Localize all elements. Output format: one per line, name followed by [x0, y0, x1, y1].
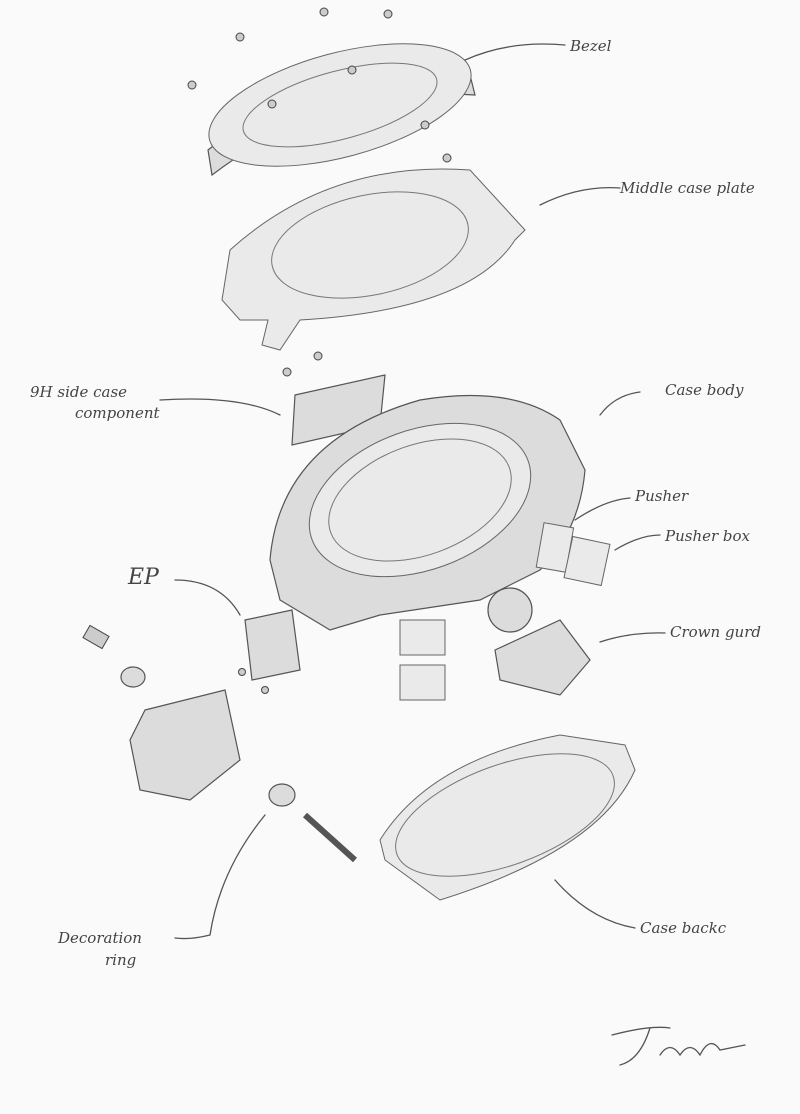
case-body-part [269, 394, 611, 701]
label-decoration-line2: ring [105, 951, 137, 969]
label-decoration-line1: Decoration [58, 929, 142, 947]
leader-lines [159, 43, 666, 940]
label-bezel: Bezel [570, 37, 612, 55]
label-ep: EP [128, 565, 159, 590]
label-middle-case-plate: Middle case plate [620, 179, 755, 197]
label-pusher: Pusher [635, 487, 689, 505]
label-pusher-box: Pusher box [665, 527, 751, 545]
case-back-part [379, 734, 636, 901]
bezel-part [187, 7, 476, 177]
label-side-case-line2: component [75, 404, 160, 422]
label-case-body: Case body [665, 381, 744, 399]
signature [611, 1026, 746, 1066]
lug-assembly [82, 624, 358, 863]
label-side-case-line1: 9H side case [30, 383, 128, 401]
ep-part [238, 609, 301, 694]
middle-case-plate-part [221, 168, 526, 351]
label-crown-guard: Crown gurd [670, 623, 761, 641]
label-case-back: Case backc [640, 919, 727, 937]
